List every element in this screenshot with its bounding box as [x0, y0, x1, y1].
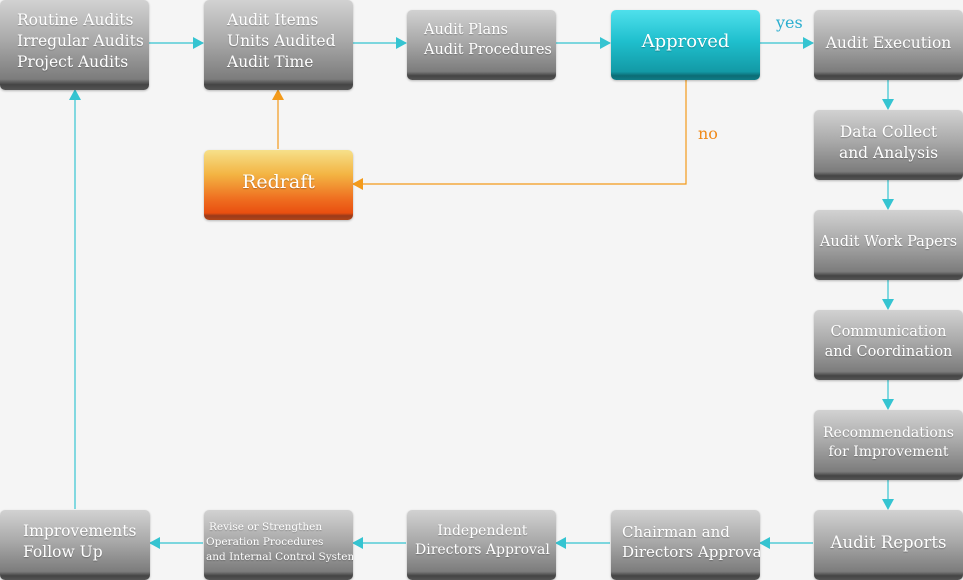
node-line: Audit Plans	[424, 22, 508, 38]
recommendations-node: Recommendations for Improvement	[814, 410, 963, 480]
approved-node: Approved	[611, 10, 760, 80]
audit-plans-node: Audit Plans Audit Procedures	[407, 10, 556, 80]
audit-types-node: Routine Audits Irregular Audits Project …	[0, 0, 149, 90]
node-line: Project Audits	[17, 52, 129, 71]
edge-approved-no-to-redraft	[352, 80, 687, 190]
node-line: Independent	[437, 523, 528, 539]
node-line: Irregular Audits	[17, 31, 144, 50]
audit-execution-node: Audit Execution	[814, 10, 963, 80]
node-line: Audit Procedures	[424, 41, 552, 58]
node-line: Routine Audits	[17, 11, 134, 29]
node-line: Data Collect	[839, 123, 938, 142]
chairman-node: Chairman and Directors Approval	[611, 510, 760, 580]
data-collect-node: Data Collect and Analysis	[814, 110, 963, 180]
node-line: Audit Execution	[825, 33, 952, 52]
redraft-node: Redraft	[204, 150, 353, 220]
audit-items-node: Audit Items Units Audited Audit Time	[204, 0, 353, 90]
communication-node: Communication and Coordination	[814, 310, 963, 380]
node-line: Directors Approval	[415, 541, 550, 558]
node-line: Audit Time	[227, 52, 314, 71]
independent-node: Independent Directors Approval	[407, 510, 556, 580]
work-papers-node: Audit Work Papers	[814, 210, 963, 280]
node-line: for Improvement	[828, 444, 949, 460]
node-line: Recommendations	[823, 425, 954, 442]
node-line: Improvements	[23, 522, 137, 540]
yes-label: yes	[776, 13, 803, 32]
node-line: Audit Items	[227, 11, 319, 29]
no-label: no	[698, 124, 718, 143]
node-line: Chairman and	[622, 523, 730, 541]
node-line: Follow Up	[23, 542, 103, 561]
improvements-node: Improvements Follow Up	[0, 510, 150, 580]
audit-reports-node: Audit Reports	[814, 510, 963, 580]
node-line: and Analysis	[838, 144, 939, 162]
node-line: Directors Approval	[622, 543, 760, 562]
node-line: Units Audited	[227, 31, 336, 50]
node-line: Audit Work Papers	[819, 234, 958, 251]
node-line: Communication	[830, 324, 947, 341]
node-line: Redraft	[242, 171, 315, 194]
node-line: Operation Procedures	[206, 536, 324, 549]
node-line: Audit Reports	[830, 532, 947, 552]
node-line: and Coordination	[824, 344, 953, 360]
node-line: Revise or Strengthen	[209, 521, 323, 533]
node-line: and Internal Control Systems	[206, 551, 353, 564]
revise-node: Revise or Strengthen Operation Procedure…	[204, 510, 353, 580]
node-line: Approved	[641, 30, 730, 52]
